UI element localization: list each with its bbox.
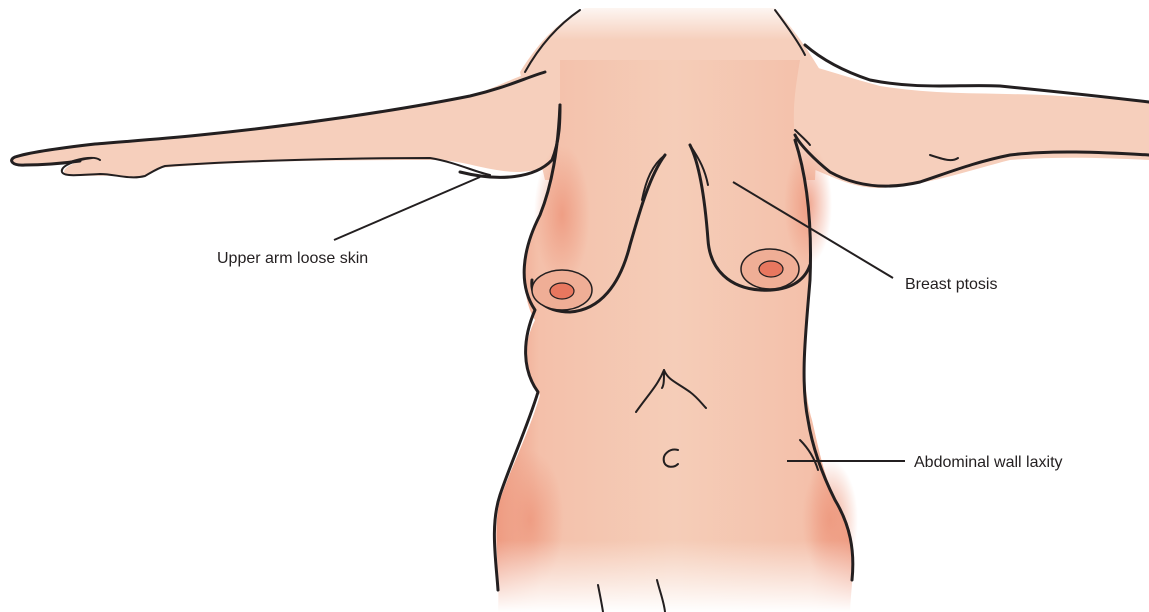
left-nipple [550,283,574,299]
right-arm [790,60,1149,188]
label-breast-ptosis: Breast ptosis [905,277,997,293]
leader-upper-arm [334,177,480,240]
label-upper-arm-loose-skin: Upper arm loose skin [217,251,368,267]
right-nipple [759,261,783,277]
label-abdominal-wall-laxity: Abdominal wall laxity [914,455,1063,471]
